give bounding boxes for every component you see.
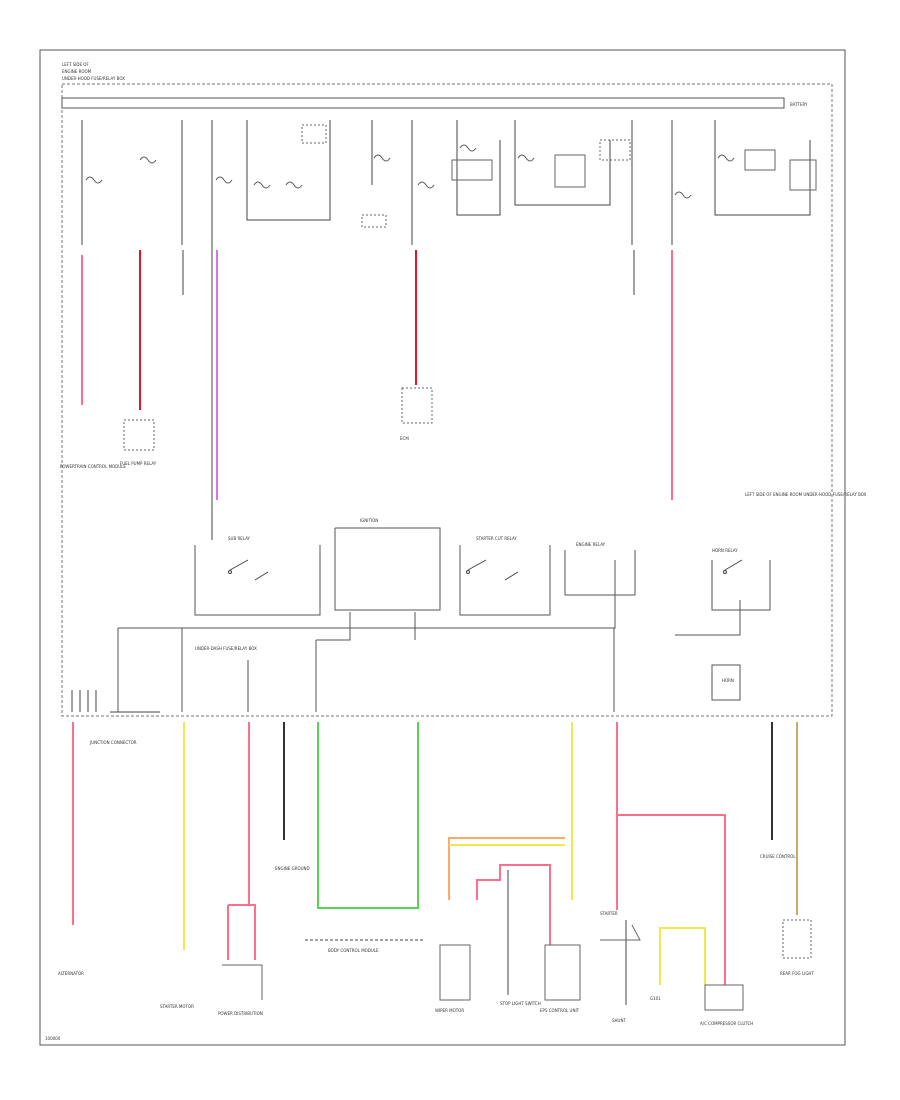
- label-under-dash: LEFT SIDE OF ENGINE ROOM UNDER-HOOD FUSE…: [745, 492, 867, 497]
- lower-components: [222, 919, 812, 1011]
- label-sub-relay: SUB RELAY: [228, 536, 251, 541]
- label-wiper: WIPER MOTOR: [435, 1008, 464, 1013]
- label-pcm: POWERTRAIN CONTROL MODULE: [60, 464, 126, 469]
- label-eps: EPS CONTROL UNIT: [540, 1008, 580, 1013]
- label-cruise: CRUISE CONTROL: [760, 854, 796, 859]
- label-shunt: SHUNT: [612, 1018, 626, 1023]
- label-starter-motor: STARTER MOTOR: [160, 1004, 194, 1009]
- label-engine-relay: ENGINE RELAY: [576, 542, 606, 547]
- top-relays: [301, 124, 817, 228]
- gauge-box-top: [401, 387, 433, 424]
- label-ecm-top: ECM: [400, 436, 409, 441]
- fuse-symbols: [85, 144, 735, 199]
- relay-section: [117, 527, 771, 712]
- wire-pink-5: [228, 904, 256, 960]
- label-body-control: BODY CONTROL MODULE: [328, 948, 379, 953]
- label-power-dist: POWER DISTRIBUTION: [218, 1011, 263, 1016]
- wire-pink-7: [476, 864, 551, 945]
- label-under-dash-box: UNDER-DASH FUSE/RELAY BOX: [195, 646, 257, 651]
- label-rear-fog: REAR FOG LIGHT: [780, 971, 814, 976]
- label-g101: G101: [650, 996, 661, 1001]
- wire-pink-9: [617, 814, 726, 985]
- label-horn-relay: HORN RELAY: [712, 548, 738, 553]
- label-stop-light: STOP LIGHT SWITCH: [500, 1001, 541, 1006]
- fuse-box-outline: [61, 83, 833, 717]
- header-line-1: LEFT SIDE OF: [62, 62, 89, 67]
- header-line-3: UNDER-HOOD FUSE/RELAY BOX: [62, 76, 125, 81]
- pcm-box: [123, 419, 155, 451]
- label-starter-cut: STARTER CUT RELAY: [476, 536, 517, 541]
- connector-row: [71, 690, 160, 713]
- bus-label: BATTERY: [790, 102, 808, 107]
- header-line-2: ENGINE ROOM: [62, 69, 92, 74]
- label-compressor: A/C COMPRESSOR CLUTCH: [700, 1021, 753, 1026]
- diagram-frame: [39, 49, 846, 1046]
- wire-orange-1: [448, 837, 565, 900]
- fuse-drops: [81, 120, 811, 540]
- label-fuel-pump: FUEL PUMP RELAY: [120, 461, 157, 466]
- label-junction: JUNCTION CONNECTOR: [89, 740, 137, 745]
- label-starter: STARTER: [600, 911, 618, 916]
- wire-yellow-4: [659, 927, 706, 985]
- label-horn: HORN: [722, 678, 734, 683]
- footer-code: 100000: [45, 1036, 61, 1041]
- label-ignition: IGNITION: [360, 518, 378, 523]
- label-alternator: ALTERNATOR: [58, 971, 84, 976]
- battery-bus: [61, 97, 785, 109]
- wire-green-1: [317, 722, 419, 909]
- label-engine-gnd: ENGINE GROUND: [275, 866, 310, 871]
- relay-switches: [228, 559, 743, 581]
